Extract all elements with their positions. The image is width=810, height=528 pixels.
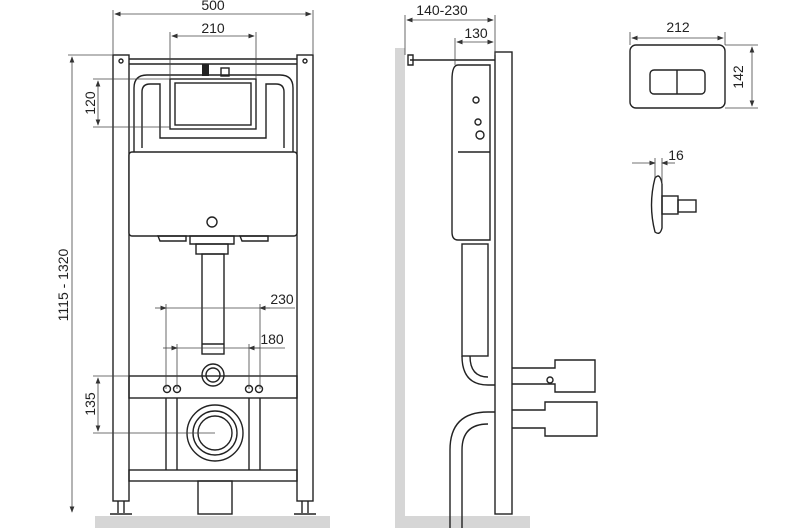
plate-thickness-label: 16 [668, 147, 684, 163]
dim-width-label: 500 [201, 0, 225, 13]
dim-tank-depth-label: 130 [464, 25, 488, 41]
left-post [112, 54, 130, 502]
crossbar [128, 375, 298, 399]
flush-opening [169, 78, 257, 130]
flush-plate [629, 44, 726, 109]
side-frame [494, 51, 513, 515]
floor [95, 516, 330, 528]
side-view: 140-230 130 [395, 2, 598, 528]
flush-plate-view: 212 142 16 [629, 19, 758, 235]
right-post [296, 54, 314, 502]
dim-total-height-label: 1115 - 1320 [55, 248, 71, 321]
dim-bolt-inner-label: 180 [260, 331, 284, 347]
dim-outlet-height-label: 135 [82, 392, 98, 416]
dim-plate-height-label: 120 [82, 91, 98, 115]
front-view: 500 210 120 1115 - 1320 135 230 180 [55, 0, 330, 528]
dim-depth-label: 140-230 [416, 2, 468, 18]
dim-bolt-outer-label: 230 [270, 291, 294, 307]
plate-height-label: 142 [730, 65, 746, 89]
plate-width-label: 212 [666, 19, 690, 35]
wall [395, 48, 405, 528]
dim-plate-width-label: 210 [201, 20, 225, 36]
cistern-tank [128, 151, 298, 237]
flush-pipe [201, 253, 225, 355]
